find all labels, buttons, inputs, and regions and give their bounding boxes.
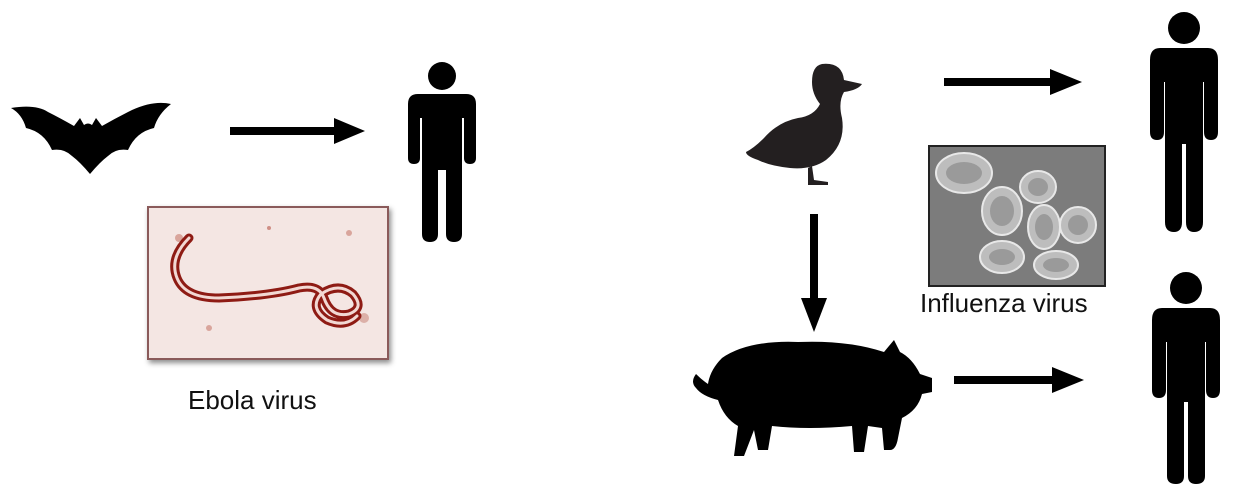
ebola-caption: Ebola virus [188,385,317,416]
bat-icon [8,98,174,174]
arrow-duck-to-pig [800,214,828,332]
influenza-caption: Influenza virus [920,288,1088,319]
arrow-pig-to-human [954,366,1084,394]
person-icon [1146,12,1222,232]
arrow-bat-to-human [230,116,365,146]
pig-icon [688,330,936,464]
arrow-duck-to-human [944,68,1082,96]
duck-icon [742,58,870,186]
ebola-virus-image [147,206,389,360]
person-icon [404,62,480,242]
influenza-virus-image [928,145,1106,287]
person-icon [1148,272,1224,484]
